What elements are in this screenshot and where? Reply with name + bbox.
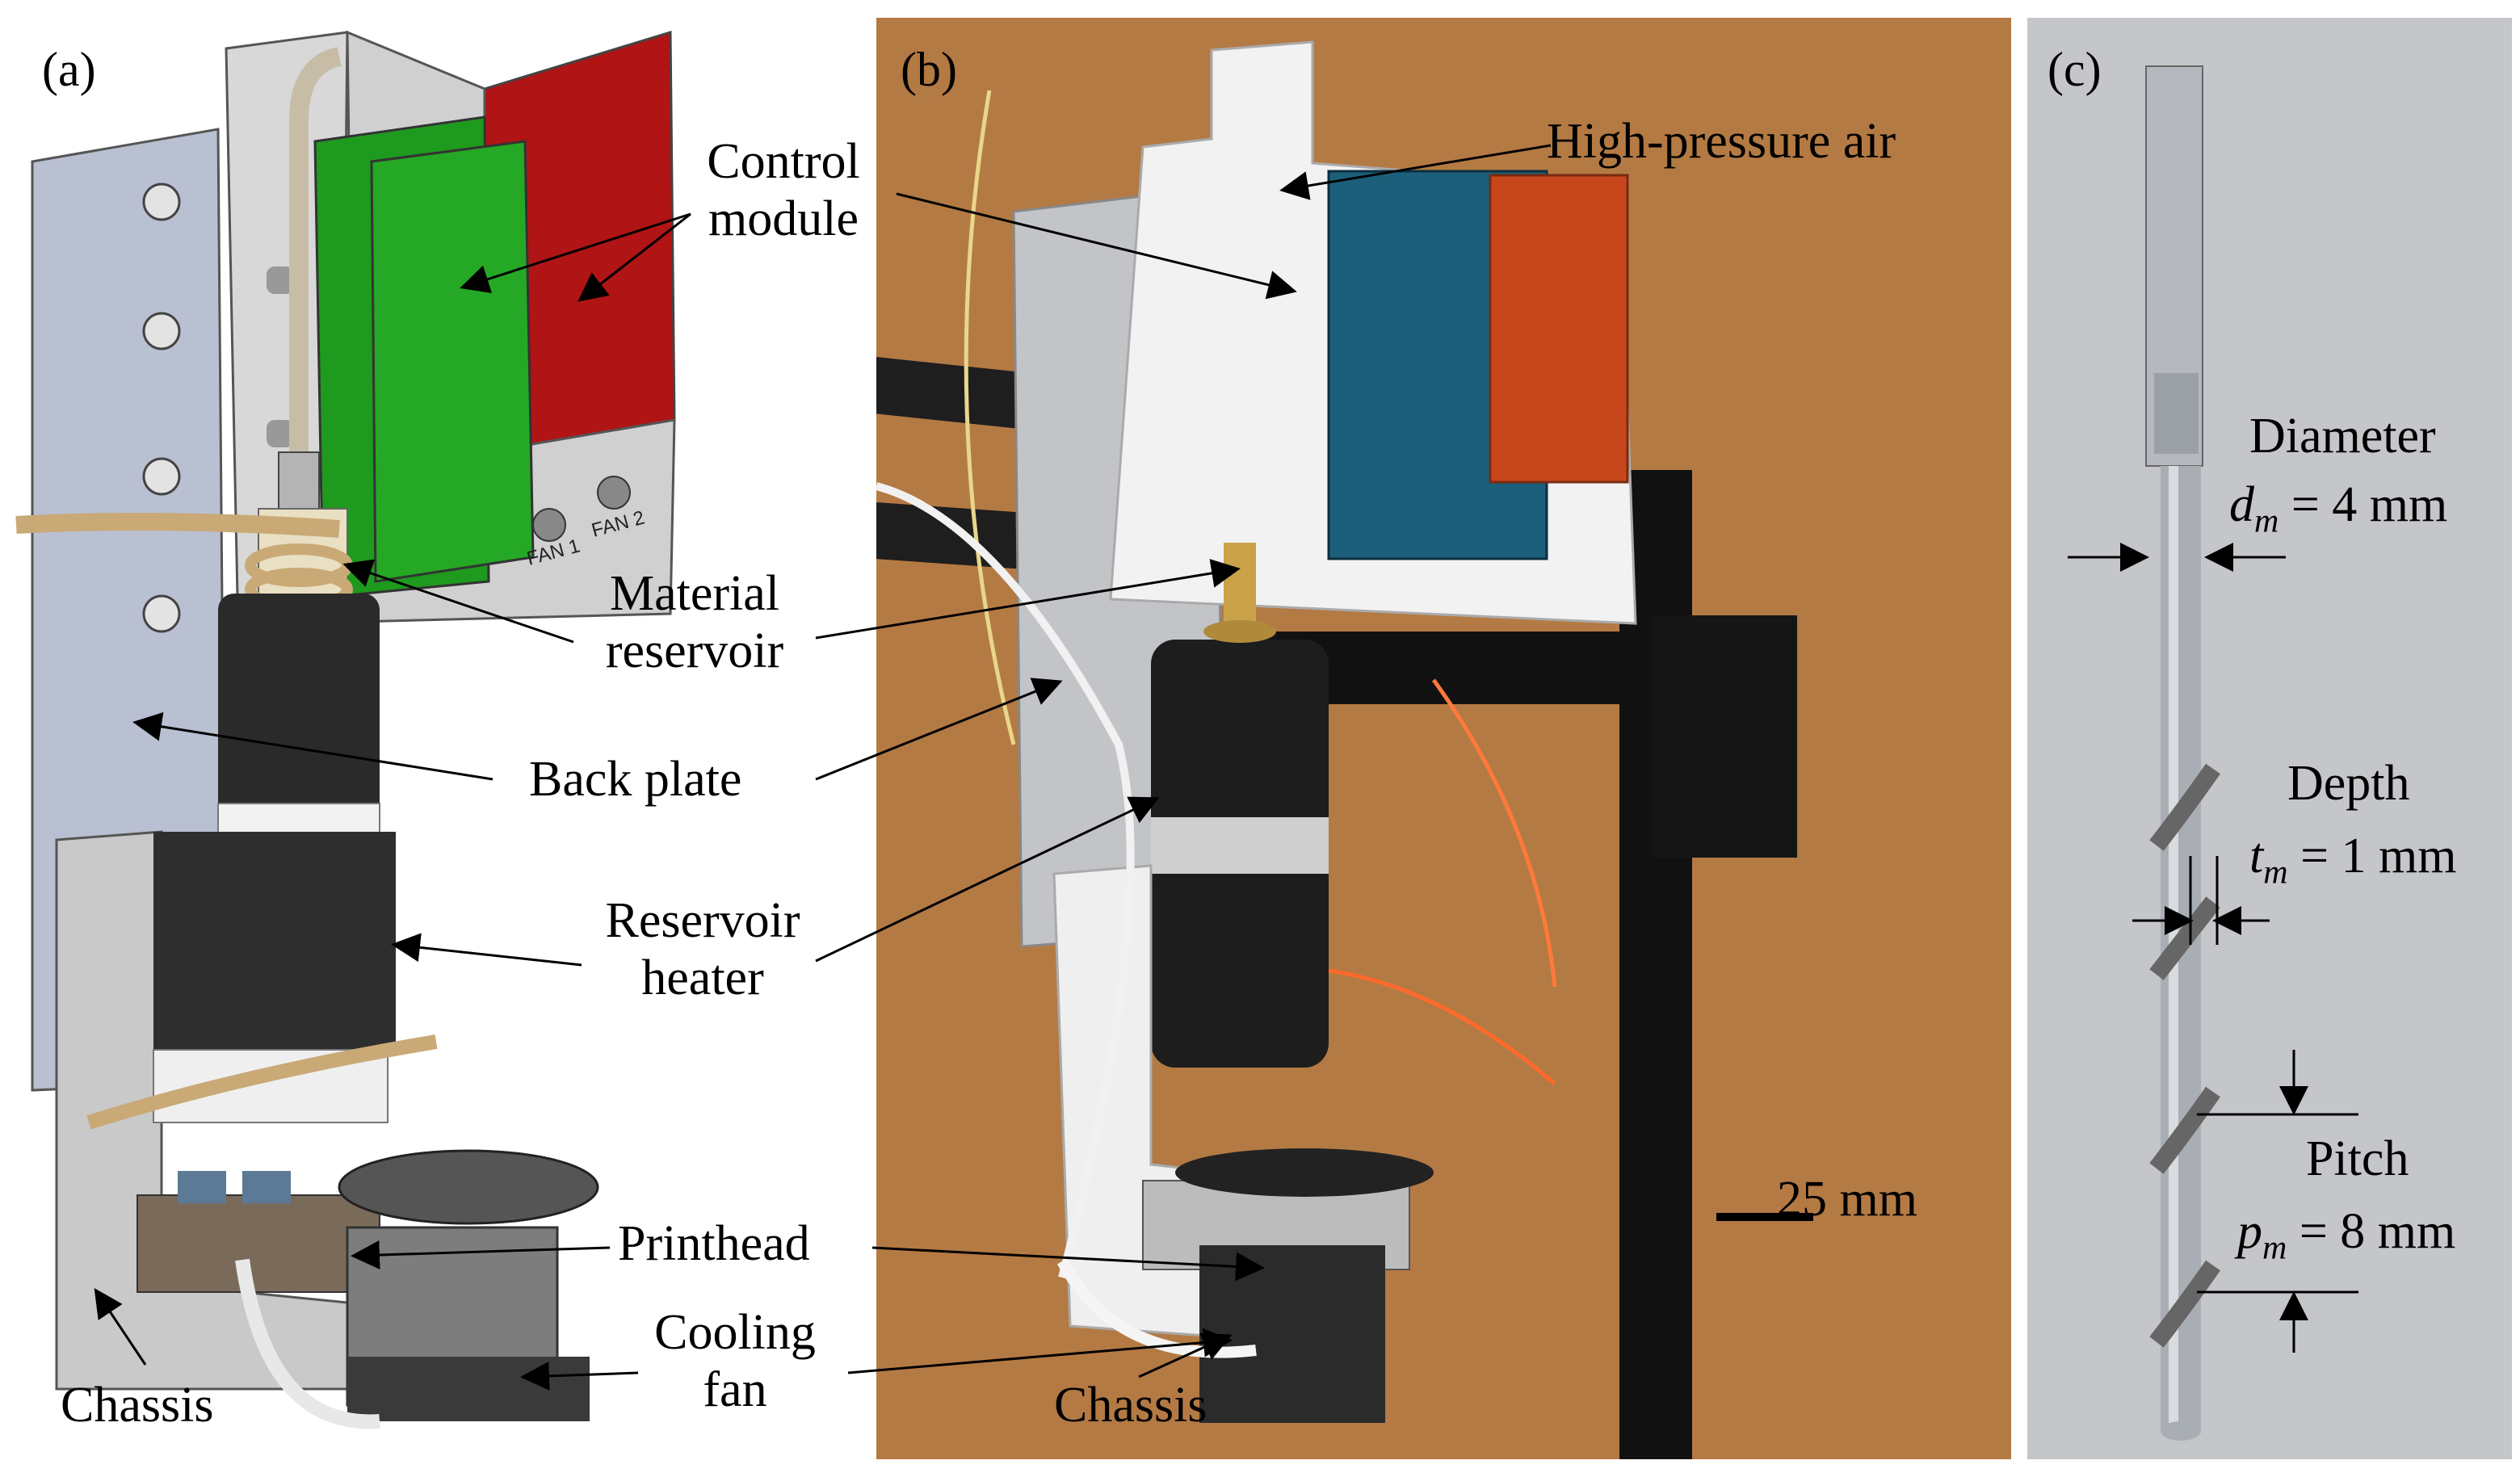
back-plate-label: Back plate [529,752,742,807]
printer-photo-illustration [876,18,2011,1459]
depth-label: Depth [2287,756,2410,811]
panel-b-label: (b) [901,43,957,96]
diameter-label: Diameter [2249,409,2436,464]
scale-bar-label: 25 mm [1777,1172,1917,1227]
reservoir-heater-label: Reservoir heater [605,893,800,1006]
diameter-value: dm = 4 mm [2229,477,2448,540]
material-reservoir-label: Material reservoir [605,566,784,679]
screw-photo-illustration [2027,18,2512,1459]
panel-b-photo [876,18,2011,1459]
pitch-label: Pitch [2306,1131,2409,1186]
depth-value: tm = 1 mm [2249,829,2457,892]
pitch-value: pm = 8 mm [2237,1204,2456,1267]
printhead-label: Printhead [618,1216,810,1271]
chassis-b-label: Chassis [1054,1378,1208,1433]
panel-c-label: (c) [2048,43,2102,96]
scale-bar-line [1716,1213,1813,1221]
panel-c-photo [2027,18,2512,1459]
panel-a-label: (a) [42,43,96,96]
high-pressure-air-label: High-pressure air [1547,114,1896,169]
cooling-fan-label: Cooling fan [654,1305,816,1418]
chassis-a-label: Chassis [61,1378,214,1433]
control-module-label: Control module [707,134,860,247]
